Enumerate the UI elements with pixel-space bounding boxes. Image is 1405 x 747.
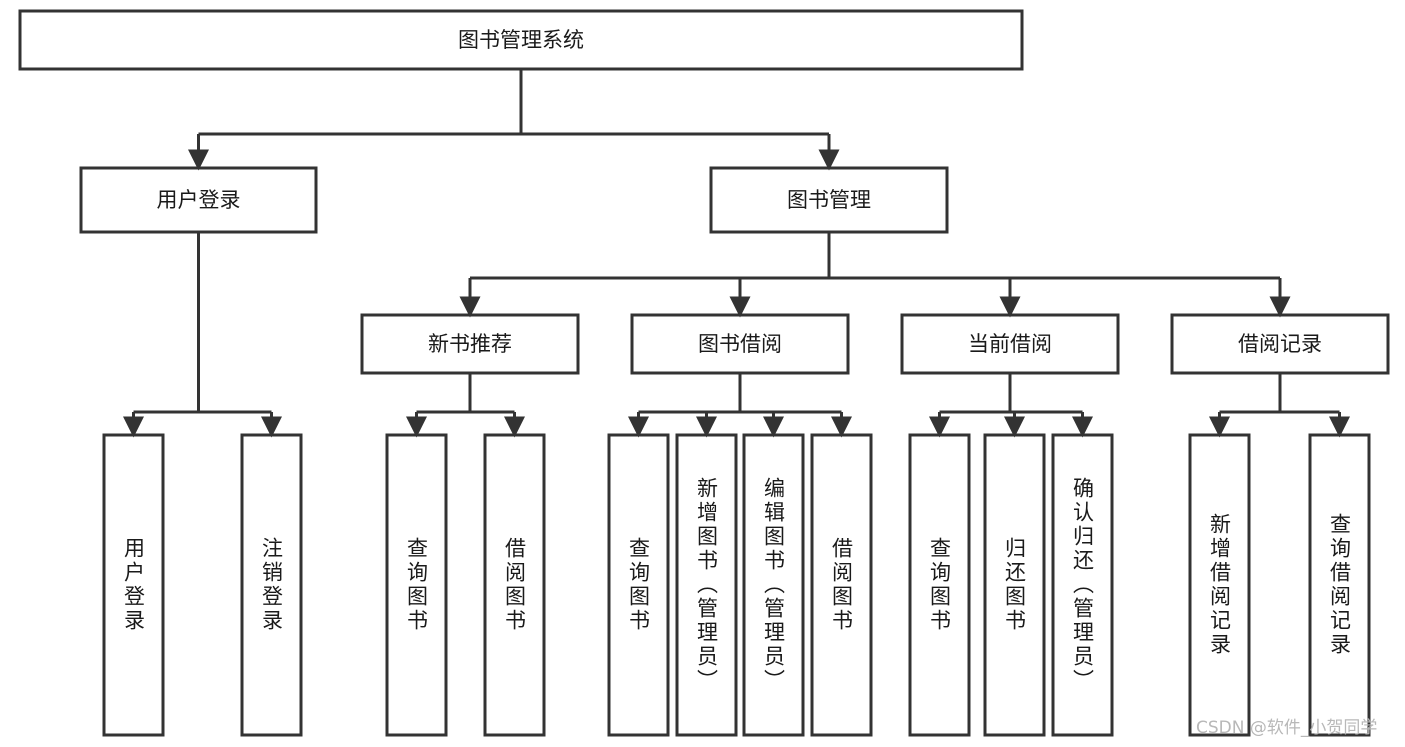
node-box-leaf-add-book[interactable] <box>675 433 738 737</box>
node-box-leaf-query-book-2[interactable] <box>607 433 670 737</box>
node-box-current-borrow[interactable] <box>900 313 1120 375</box>
node-label-current-borrow: 当前借阅 <box>968 332 1052 356</box>
node-box-leaf-add-record[interactable] <box>1188 433 1251 737</box>
node-box-leaf-edit-book[interactable] <box>742 433 805 737</box>
node-label-book-manage: 图书管理 <box>787 188 871 212</box>
node-box-leaf-query-book-3[interactable] <box>908 433 971 737</box>
node-label-book-borrow: 图书借阅 <box>698 332 782 356</box>
node-box-leaf-query-record[interactable] <box>1308 433 1371 737</box>
connectors-layer <box>123 69 1350 438</box>
node-box-leaf-user-logout[interactable] <box>240 433 303 737</box>
node-box-leaf-user-login[interactable] <box>102 433 165 737</box>
node-box-leaf-borrow-book-1[interactable] <box>483 433 546 737</box>
node-box-user-login[interactable] <box>79 166 318 234</box>
node-box-leaf-confirm-return[interactable] <box>1051 433 1114 737</box>
node-box-leaf-borrow-book-2[interactable] <box>810 433 873 737</box>
node-boxes-layer <box>18 9 1390 737</box>
node-box-root[interactable] <box>18 9 1024 71</box>
node-box-leaf-query-book-1[interactable] <box>385 433 448 737</box>
node-label-borrow-record: 借阅记录 <box>1238 332 1322 356</box>
node-label-new-book-rec: 新书推荐 <box>428 332 512 356</box>
node-label-root: 图书管理系统 <box>458 28 584 52</box>
node-box-new-book-rec[interactable] <box>360 313 580 375</box>
node-label-user-login: 用户登录 <box>157 188 241 212</box>
node-box-leaf-return-book[interactable] <box>983 433 1046 737</box>
csdn-watermark: CSDN @软件_小贺同学 <box>1196 718 1378 738</box>
